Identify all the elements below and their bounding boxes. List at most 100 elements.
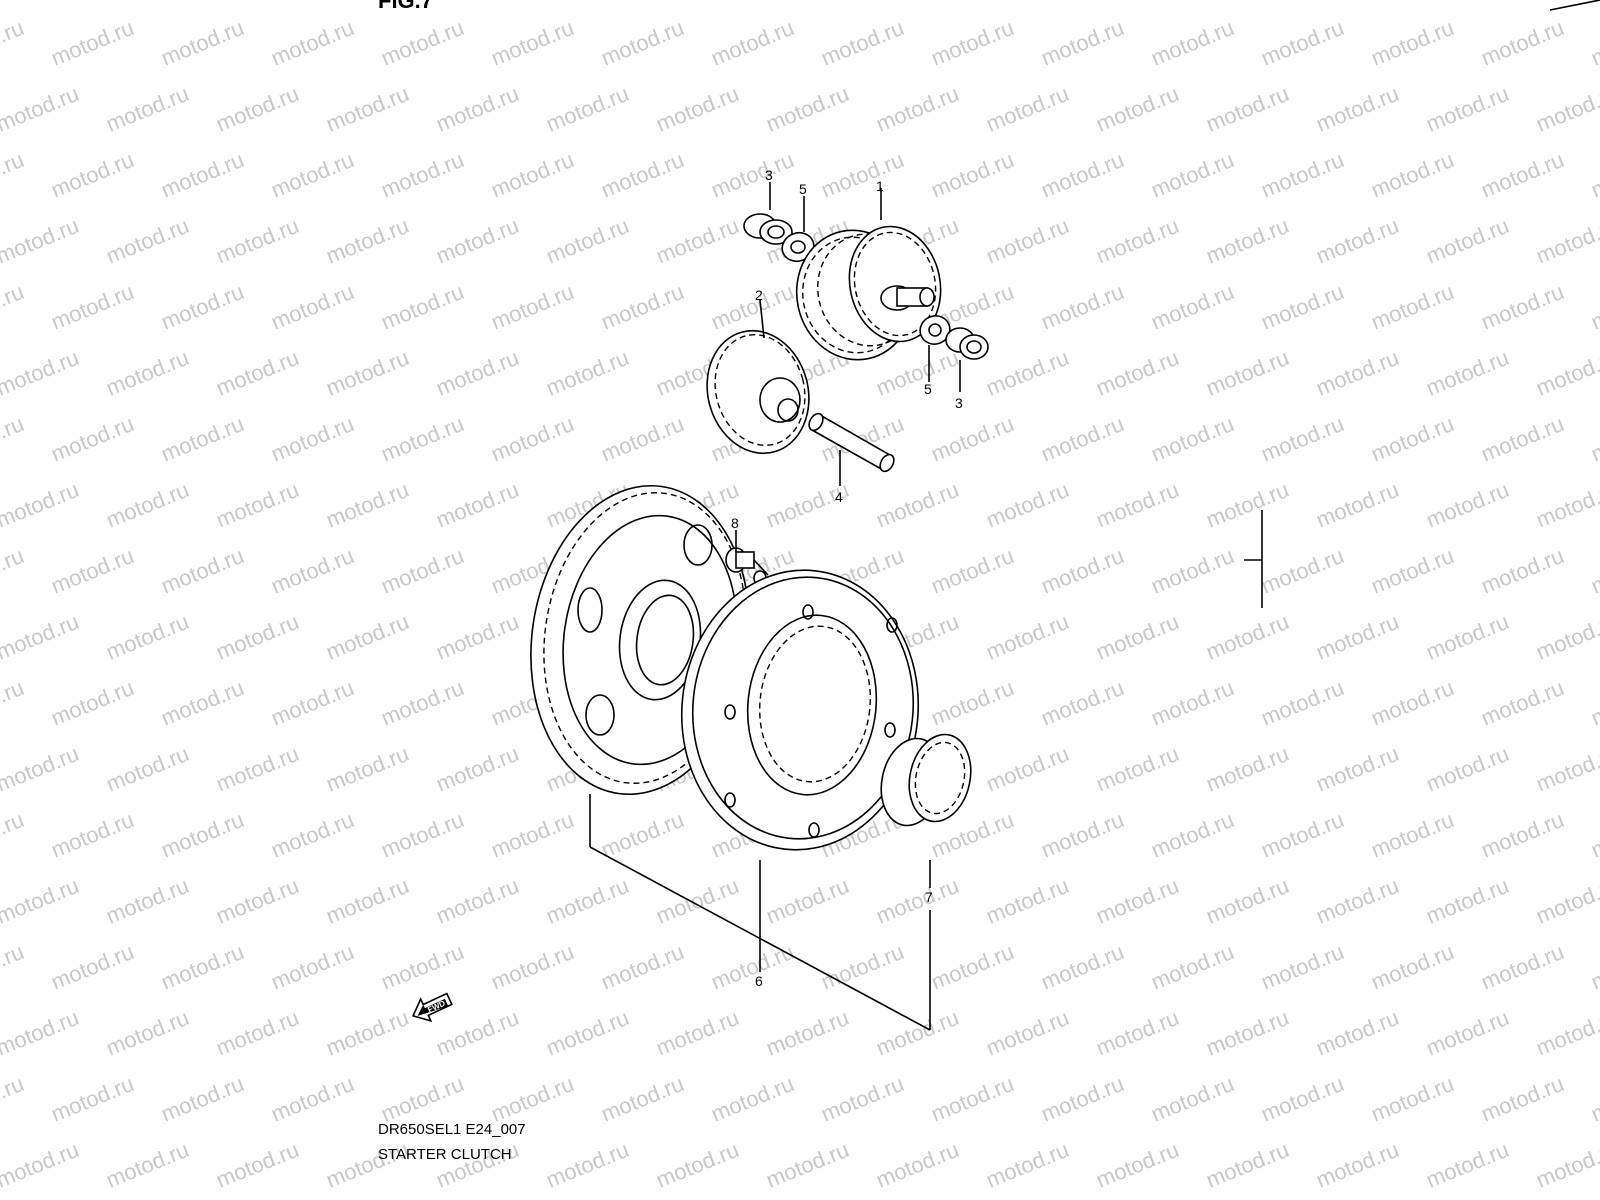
watermark-text: motod.ru [1478,1071,1568,1127]
watermark-text: motod.ru [1093,873,1183,929]
watermark-text: motod.ru [433,477,523,533]
watermark-text: motod.ru [1588,1071,1600,1127]
watermark-text: motod.ru [1258,939,1348,995]
watermark-text: motod.ru [0,1071,27,1127]
watermark-text: motod.ru [708,147,798,203]
watermark-text: motod.ru [378,147,468,203]
watermark-text: motod.ru [213,873,303,929]
watermark-text: motod.ru [323,345,413,401]
watermark-text: motod.ru [0,807,27,863]
watermark-text: motod.ru [708,279,798,335]
watermark-text: motod.ru [213,1137,303,1193]
watermark-text: motod.ru [653,1005,743,1061]
watermark-text: motod.ru [1203,741,1293,797]
watermark-text: motod.ru [543,873,633,929]
watermark-text: motod.ru [873,873,963,929]
watermark-text: motod.ru [983,873,1073,929]
watermark-text: motod.ru [1038,807,1128,863]
watermark-text: motod.ru [158,15,248,71]
watermark-text: motod.ru [488,411,578,467]
watermark-text: motod.ru [0,345,82,401]
watermark-text: motod.ru [378,1071,468,1127]
watermark-text: motod.ru [1313,741,1403,797]
watermark-text: motod.ru [268,279,358,335]
watermark-text: motod.ru [158,543,248,599]
watermark-text: motod.ru [1533,81,1600,137]
watermark-text: motod.ru [1588,147,1600,203]
watermark-text: motod.ru [1203,0,1293,5]
watermark-text: motod.ru [48,1071,138,1127]
watermark-text: motod.ru [1148,807,1238,863]
watermark-text: motod.ru [0,411,27,467]
watermark-text: motod.ru [0,147,27,203]
watermark-text: motod.ru [1588,675,1600,731]
watermark-text: motod.ru [48,147,138,203]
watermark-text: motod.ru [48,675,138,731]
watermark-text: motod.ru [1313,0,1403,5]
watermark-text: motod.ru [1313,81,1403,137]
watermark-text: motod.ru [1148,939,1238,995]
watermark-text: motod.ru [653,213,743,269]
watermark-text: motod.ru [323,1005,413,1061]
watermark-text: motod.ru [708,939,798,995]
watermark-text: motod.ru [1313,213,1403,269]
watermark-text: motod.ru [488,939,578,995]
watermark-text: motod.ru [543,81,633,137]
fwd-arrow-icon: FWD [411,992,453,1023]
watermark-text: motod.ru [378,939,468,995]
watermark-text: motod.ru [1038,1071,1128,1127]
watermark-text: motod.ru [1203,345,1293,401]
watermark-text: motod.ru [598,411,688,467]
watermark-text: motod.ru [1093,1137,1183,1193]
watermark-text: motod.ru [543,1005,633,1061]
watermark-text: motod.ru [983,1005,1073,1061]
watermark-text: motod.ru [818,147,908,203]
watermark-text: motod.ru [0,477,82,533]
watermark-text: motod.ru [1038,15,1128,71]
watermark-text: motod.ru [1423,0,1513,5]
watermark-text: motod.ru [1368,675,1458,731]
watermark-text: motod.ru [708,1071,798,1127]
watermark-text: motod.ru [323,609,413,665]
watermark-text: motod.ru [1478,675,1568,731]
watermark-text: motod.ru [0,1137,82,1193]
part-6-clutch-housing [680,569,920,851]
watermark-text: motod.ru [158,279,248,335]
watermark-text: motod.ru [873,477,963,533]
watermark-text: motod.ru [0,609,82,665]
watermark-text: motod.ru [0,213,82,269]
watermark-text: motod.ru [1588,543,1600,599]
part-1-idle-gear [795,225,942,361]
watermark-text: motod.ru [0,675,27,731]
watermark-text: motod.ru [1038,675,1128,731]
watermark-text: motod.ru [1368,15,1458,71]
watermark-text: motod.ru [1093,0,1183,5]
callout-7: 7 [925,889,933,905]
watermark-text: motod.ru [213,0,303,5]
watermark-text: motod.ru [1368,939,1458,995]
watermark-text: motod.ru [48,807,138,863]
watermark-text: motod.ru [598,15,688,71]
model-code: DR650SEL1 E24_007 [378,1121,526,1138]
watermark-text: motod.ru [928,411,1018,467]
watermark-text: motod.ru [1313,1005,1403,1061]
watermark-text: motod.ru [48,15,138,71]
watermark-text: motod.ru [1423,1005,1513,1061]
watermark-text: motod.ru [543,1137,633,1193]
watermark-text: motod.ru [1368,543,1458,599]
callout-4: 4 [835,489,843,505]
watermark-text: motod.ru [1038,939,1128,995]
watermark-text: motod.ru [1368,807,1458,863]
watermark-text: motod.ru [1148,15,1238,71]
watermark-text: motod.ru [488,147,578,203]
callout-5-upper: 5 [799,181,807,197]
watermark-text: motod.ru [213,81,303,137]
watermark-text: motod.ru [1478,147,1568,203]
watermark-text: motod.ru [1478,279,1568,335]
watermark-text: motod.ru [0,741,82,797]
watermark-text: motod.ru [928,939,1018,995]
watermark-text: motod.ru [48,411,138,467]
watermark-text: motod.ru [1368,1071,1458,1127]
watermark-text: motod.ru [983,213,1073,269]
